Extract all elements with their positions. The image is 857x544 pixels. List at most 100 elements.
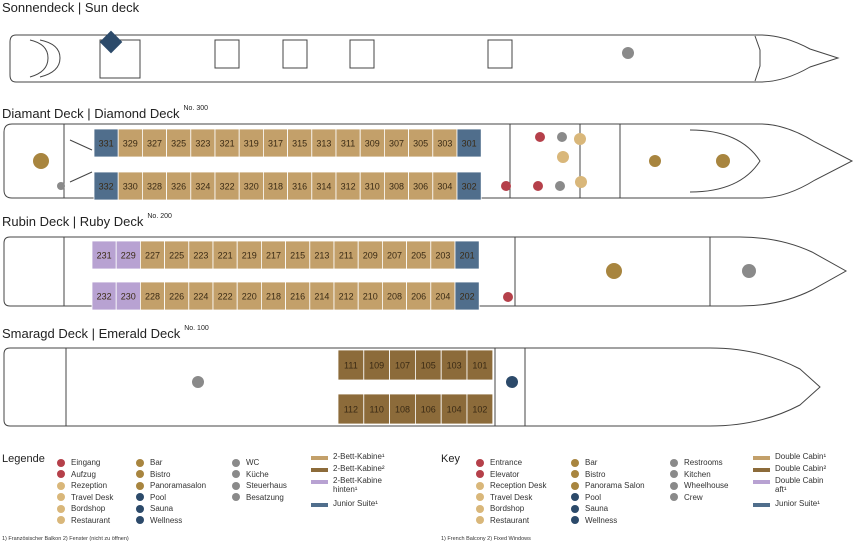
cabin-color-swatch — [753, 468, 770, 472]
cabin-322-label: 322 — [220, 182, 235, 192]
cabin-324-label: 324 — [195, 182, 210, 192]
legend-item: Aufzug — [57, 470, 96, 479]
diamond-restroom-icon-3 — [555, 181, 565, 191]
cabin-229 — [115, 240, 141, 270]
elevator-icon — [57, 470, 65, 478]
legend-label: Bistro — [150, 469, 171, 479]
legend-swatch-label: Double Cabin¹ — [775, 452, 827, 461]
legend-label: Bordshop — [490, 504, 525, 513]
cabin-106 — [414, 393, 442, 425]
legend-swatch-item: Double Cabin² — [753, 464, 827, 473]
restroom-icon — [232, 458, 240, 467]
cabin-331-label: 331 — [99, 139, 114, 149]
sun-deck-bow-line — [754, 35, 761, 82]
diamond-panorama-icon — [649, 155, 661, 167]
cabin-209-label: 209 — [363, 251, 378, 261]
cabin-231 — [91, 240, 117, 270]
cabin-108-label: 108 — [395, 405, 410, 415]
cabin-213 — [309, 240, 335, 270]
cabin-215 — [285, 240, 311, 270]
emerald-deck-hull — [3, 347, 821, 427]
cabin-206-label: 206 — [411, 292, 426, 302]
cabin-204-label: 204 — [435, 292, 450, 302]
cabin-color-swatch — [753, 480, 770, 484]
legend-label: Entrance — [490, 458, 523, 467]
legend-item: WC — [232, 458, 259, 467]
diamond-bar-icon — [33, 153, 49, 169]
legend-item: Pool — [571, 493, 601, 502]
cabin-230 — [115, 281, 141, 311]
legend-item: Panoramasalon — [136, 481, 206, 490]
legend-heading-en: Key — [441, 453, 460, 465]
cabin-213-label: 213 — [314, 251, 329, 261]
emerald-deck-title-text: Smaragd Deck | Emerald Deck — [2, 326, 181, 341]
bar-icon — [136, 458, 144, 467]
legend-item: Bar — [136, 458, 162, 467]
cabin-329-label: 329 — [123, 139, 138, 149]
sun-deck-shade-2 — [282, 39, 308, 69]
cabin-214-label: 214 — [314, 292, 329, 302]
reception-icon — [476, 481, 484, 490]
sun-deck-title: Sonnendeck | Sun deck — [2, 0, 139, 15]
legend-swatch-label: Double Cabin — [775, 476, 824, 485]
cabin-222-label: 222 — [218, 292, 233, 302]
legend-item: Bistro — [136, 470, 170, 479]
legend-swatch-item: 2-Bett-Kabine¹ — [311, 452, 385, 461]
legend-item: Rezeption — [57, 481, 107, 490]
emerald-crew-icon — [192, 376, 204, 388]
legend-label: Küche — [246, 469, 269, 479]
cabin-218 — [260, 281, 286, 311]
cabin-310 — [359, 171, 385, 201]
cabin-color-swatch — [311, 480, 328, 484]
cabin-320 — [238, 171, 264, 201]
footnote-de: 1) Französischer Balkon 2) Fenster (nich… — [2, 536, 129, 542]
cabin-104-label: 104 — [447, 405, 462, 415]
sun-deck-shade-1 — [214, 39, 240, 69]
legend-item: Wheelhouse — [670, 481, 728, 490]
emerald-wellness-icon — [506, 376, 518, 388]
cabin-228-label: 228 — [145, 292, 160, 302]
legend-swatch-label: Double Cabin² — [775, 464, 827, 473]
sun-deck-shade-3 — [349, 39, 375, 69]
ruby-restaurant-icon — [606, 263, 622, 279]
cabin-314 — [311, 171, 337, 201]
diamond-bordshop-icon — [574, 133, 586, 145]
emerald-deck-lobby-line — [494, 348, 526, 426]
cabin-231-label: 231 — [97, 251, 112, 261]
restaurant-icon — [476, 516, 484, 524]
cabin-321 — [214, 128, 240, 158]
cabin-106-label: 106 — [421, 405, 436, 415]
cabin-101 — [466, 349, 494, 381]
cabin-327-label: 327 — [147, 139, 162, 149]
legend-label: Bordshop — [71, 504, 106, 513]
restaurant-icon — [57, 516, 65, 524]
cabin-224-label: 224 — [193, 292, 208, 302]
cabin-222 — [212, 281, 238, 311]
cabin-316-label: 316 — [292, 182, 307, 192]
cabin-313 — [311, 128, 337, 158]
wellness-icon — [136, 516, 144, 524]
cabin-316 — [287, 171, 313, 201]
sauna-icon — [136, 504, 144, 513]
cabin-306 — [408, 171, 434, 201]
cabin-217-label: 217 — [266, 251, 281, 261]
cabin-212-label: 212 — [339, 292, 354, 302]
cabin-218-label: 218 — [266, 292, 281, 302]
cabin-328 — [141, 171, 167, 201]
diamond-reception-icon — [557, 151, 569, 163]
legend-item: Crew — [670, 493, 703, 502]
legend-label: Pool — [150, 492, 167, 502]
shop-icon — [57, 504, 65, 513]
cabin-226 — [164, 281, 190, 311]
legend-item: Besatzung — [232, 493, 284, 502]
cabin-312-label: 312 — [341, 182, 356, 192]
diamond-elevator-icon — [501, 181, 511, 191]
cabin-211 — [333, 240, 359, 270]
cabin-329 — [117, 128, 143, 158]
legend-label: Sauna — [585, 504, 609, 513]
sun-deck-pool-icon — [99, 30, 123, 54]
legend-swatch-label: 2-Bett-Kabine² — [333, 464, 385, 473]
kitchen-icon — [670, 470, 678, 478]
